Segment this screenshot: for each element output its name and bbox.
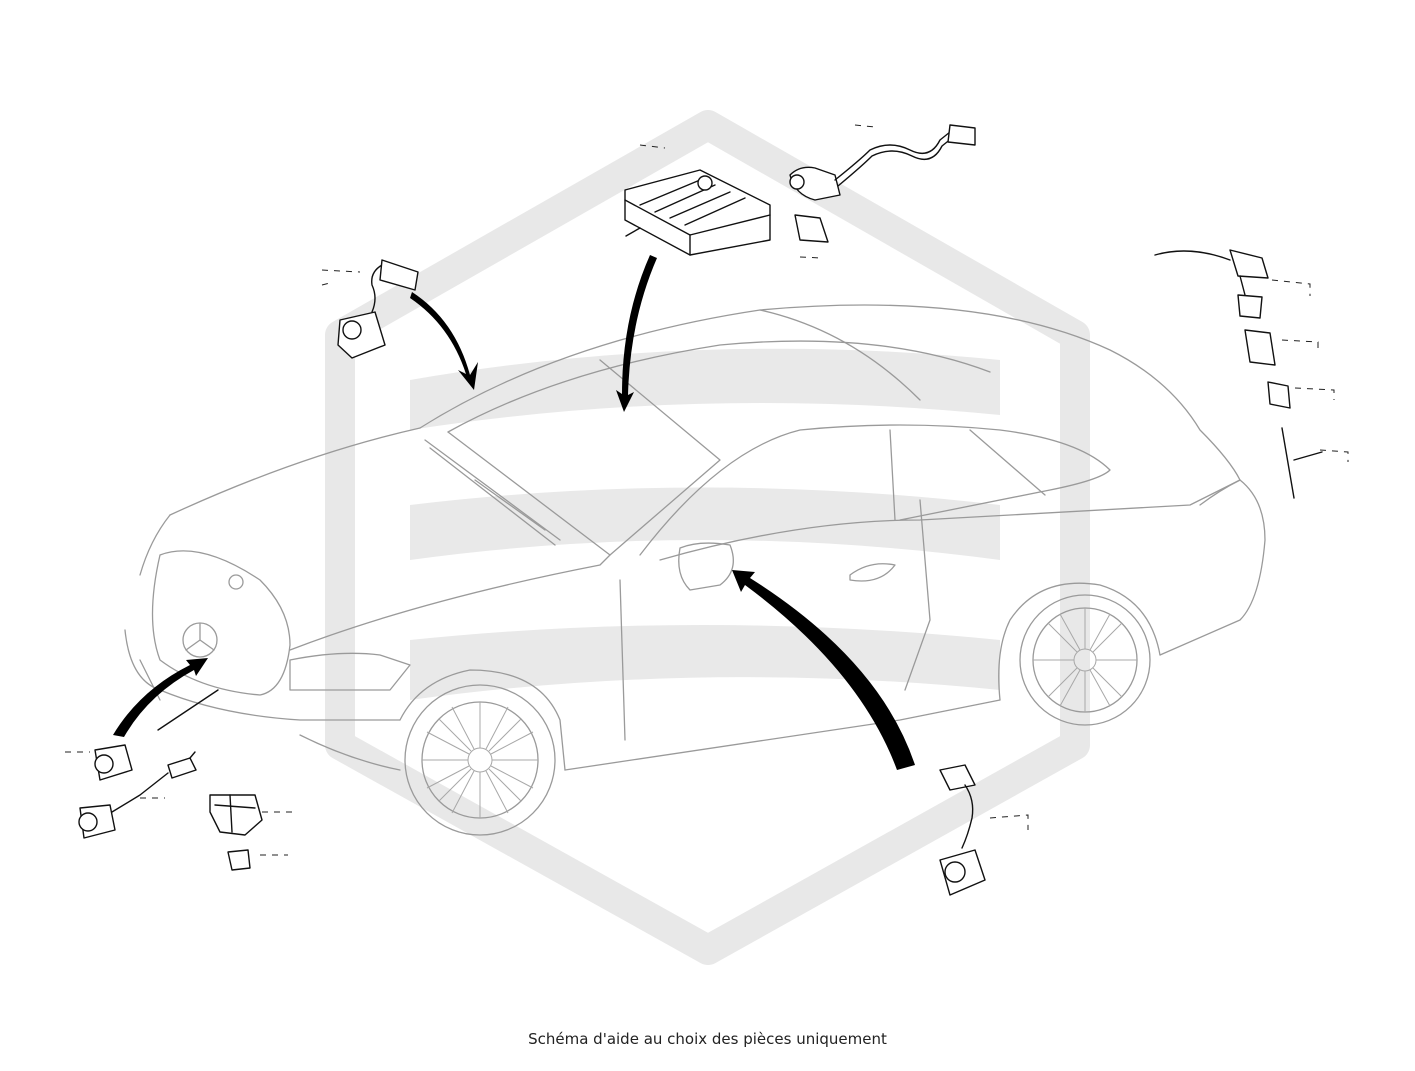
arrow-to-rear-window bbox=[410, 292, 478, 390]
mirror-camera-group bbox=[939, 764, 1029, 896]
arrow-to-front-grille bbox=[113, 658, 208, 737]
roof-camera-module bbox=[624, 144, 771, 256]
arrow-to-roof-module bbox=[616, 255, 657, 412]
left-camera-upper bbox=[321, 259, 419, 359]
car-outline bbox=[124, 304, 1266, 836]
pointer-arrows bbox=[113, 255, 915, 770]
front-camera-group bbox=[65, 744, 292, 871]
diagram-caption: Schéma d'aide au choix des pièces unique… bbox=[528, 1030, 887, 1048]
right-camera-group bbox=[1154, 249, 1349, 499]
rear-camera-top bbox=[789, 124, 976, 259]
arrow-to-side-mirror bbox=[732, 570, 915, 770]
